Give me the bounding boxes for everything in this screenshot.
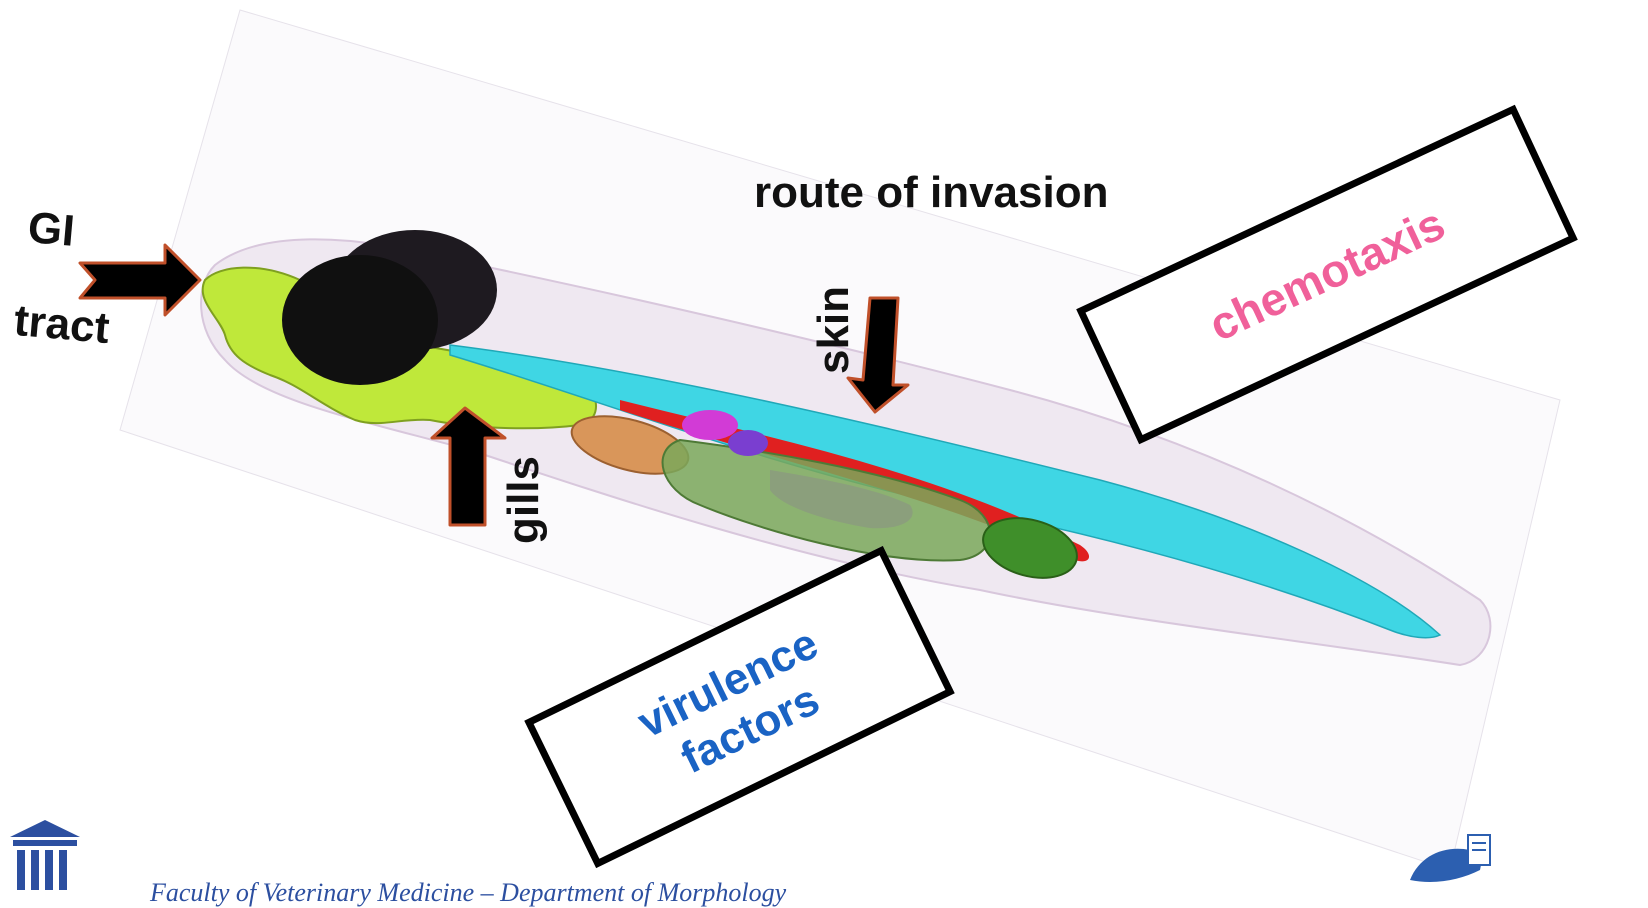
eye-front — [282, 255, 438, 385]
department-logo-icon — [1400, 825, 1500, 892]
spleen-organ — [728, 430, 768, 456]
gi-label-line2: tract — [12, 296, 111, 354]
route-of-invasion-title: route of invasion — [754, 168, 1108, 218]
gi-label-line1: GI — [26, 203, 77, 257]
gills-label: gills — [499, 456, 549, 544]
faculty-logo-icon — [5, 812, 85, 892]
footer-institution-text: Faculty of Veterinary Medicine – Departm… — [150, 878, 786, 908]
heart-organ — [682, 410, 738, 440]
skin-label: skin — [809, 286, 859, 374]
